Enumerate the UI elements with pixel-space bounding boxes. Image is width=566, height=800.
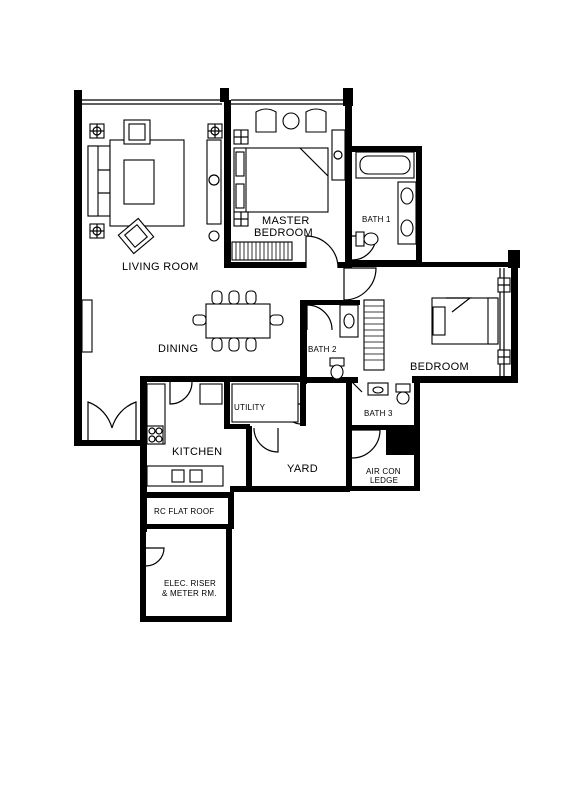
label-rc-flat-roof: RC FLAT ROOF (154, 507, 214, 516)
bath2-fixtures (329, 304, 359, 380)
bathtub-icon (355, 151, 415, 179)
bedroom-furniture (363, 277, 511, 371)
bath3-fixtures (351, 381, 411, 405)
master-furniture (231, 108, 346, 261)
label-kitchen: KITCHEN (172, 446, 222, 458)
label-master-2: BEDROOM (254, 227, 313, 239)
label-bath2: BATH 2 (308, 345, 337, 354)
door-arc-icon (87, 401, 137, 440)
label-elec-riser-1: ELEC. RISER (164, 579, 216, 588)
sofa-icon (87, 145, 111, 217)
bed-icon (431, 297, 499, 345)
lamp-icon (89, 123, 105, 139)
walls (74, 88, 520, 622)
door-arc-icon (306, 304, 333, 331)
label-aircon-1: AIR CON (366, 467, 401, 476)
lamp-icon (89, 223, 105, 239)
armchair-icon (117, 217, 155, 255)
door-arc-icon (305, 235, 339, 269)
label-utility: UTILITY (234, 403, 266, 412)
label-dining: DINING (158, 343, 198, 355)
bath1-fixtures (355, 151, 417, 247)
label-yard: YARD (287, 463, 318, 475)
sink-icon (400, 187, 414, 237)
living-furniture (81, 119, 223, 353)
toilet-icon (395, 383, 411, 405)
sink-icon (367, 382, 389, 396)
label-bedroom: BEDROOM (410, 361, 469, 373)
door-arc-icon (351, 429, 381, 459)
label-master-1: MASTER (262, 215, 310, 227)
lamp-icon (207, 123, 223, 139)
label-bath1: BATH 1 (362, 215, 391, 224)
room-labels: LIVING ROOM MASTER BEDROOM BATH 1 DINING… (122, 215, 469, 598)
kitchen-fixtures (146, 383, 224, 487)
door-arc-icon (343, 267, 377, 301)
label-living-room: LIVING ROOM (122, 261, 199, 273)
door-arc-icon (145, 547, 165, 567)
label-aircon-2: LEDGE (370, 476, 398, 485)
doors (87, 235, 381, 567)
sink-icon (343, 313, 355, 329)
door-arc-icon (253, 427, 279, 453)
armchair-icon (123, 119, 151, 145)
door-arc-icon (169, 381, 193, 405)
armchair-icon (255, 108, 327, 133)
toilet-icon (355, 231, 379, 247)
label-elec-riser-2: & METER RM. (162, 589, 217, 598)
dining-table-icon (192, 290, 284, 352)
toilet-icon (329, 357, 345, 380)
label-bath3: BATH 3 (364, 409, 393, 418)
bed-icon (233, 147, 329, 213)
